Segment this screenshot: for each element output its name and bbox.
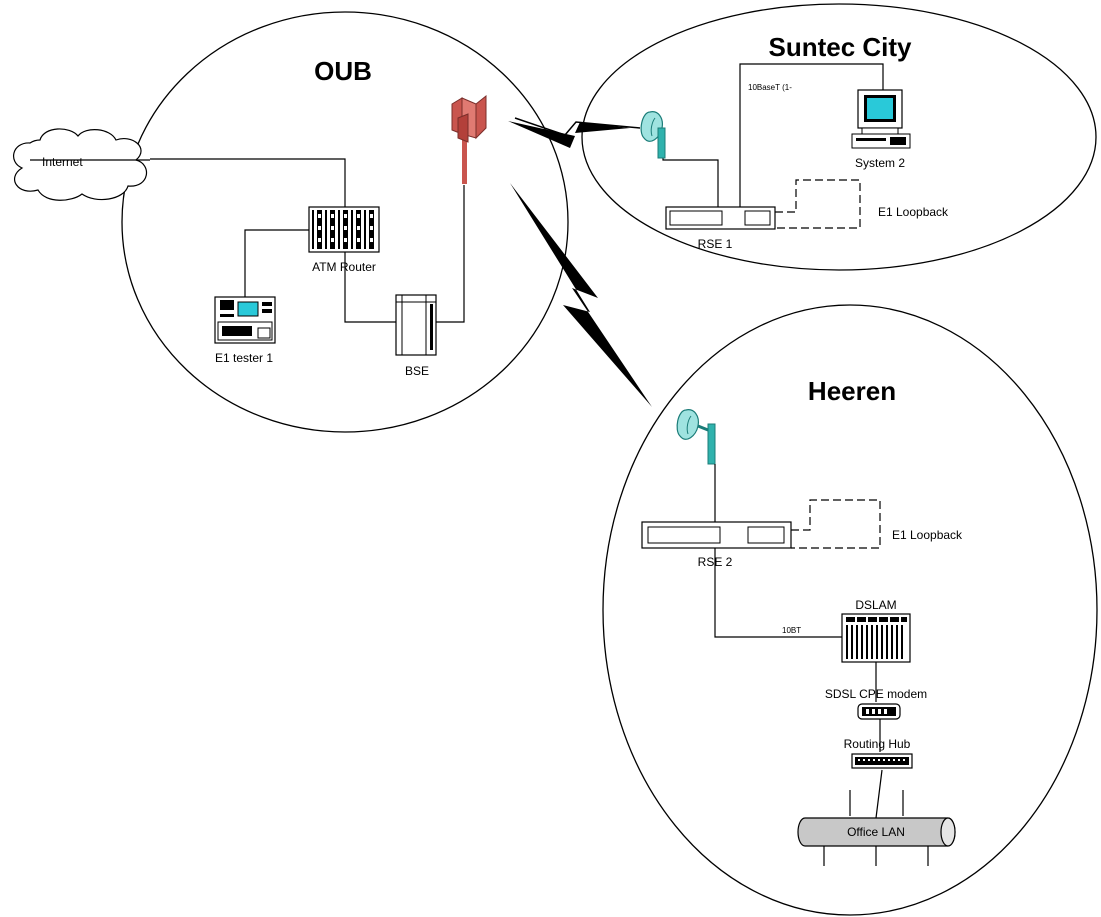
loopback-1-path [775,179,861,229]
routing-hub-label: Routing Hub [844,737,911,751]
heeren-title: Heeren [808,376,896,406]
router-rack-icon [308,206,380,253]
link-10baset-label: 10BaseT (1- [748,83,792,92]
e1-loopback-2-label: E1 Loopback [892,528,963,542]
suntec-title: Suntec City [768,32,912,62]
e1-tester-label: E1 tester 1 [215,351,273,365]
system2-label: System 2 [855,156,905,170]
oub-site-circle [121,11,569,433]
wireless-bolt-icon [575,122,630,133]
sdsl-modem-label: SDSL CPE modem [825,687,927,701]
wireless-bolt-icon [508,121,575,148]
oub-title: OUB [314,56,372,86]
rse-unit-icon [665,206,776,230]
dish-antenna-icon [640,111,666,159]
e1-loopback-1-label: E1 Loopback [878,205,949,219]
heeren-site-circle [602,304,1098,916]
bse-label: BSE [405,364,429,378]
cloud-icon [13,128,147,201]
lan-bus-icon [797,817,956,847]
rse1-label: RSE 1 [698,237,733,251]
link-10bt-label: 10BT [782,626,801,635]
hub-icon [851,753,913,769]
dslam-label: DSLAM [855,598,896,612]
modem-icon [857,703,901,720]
wireless-bolt-icon [510,183,652,407]
dslam-rack-icon [841,613,911,663]
wireless-bolt-icon [514,117,641,136]
rse2-label: RSE 2 [698,555,733,569]
sector-antenna-icon [451,94,487,184]
internet-label: Internet [42,155,83,169]
computer-icon [851,89,911,149]
atm-router-label: ATM Router [312,260,376,274]
loopback-2-path [791,499,881,549]
suntec-site-circle [581,3,1097,271]
office-lan-label: Office LAN [847,825,905,839]
oub-connections [30,158,465,323]
bse-cabinet-icon [395,294,437,356]
tester-icon [214,296,276,344]
rse-unit-icon [641,521,792,549]
dish-antenna-icon [676,409,716,465]
